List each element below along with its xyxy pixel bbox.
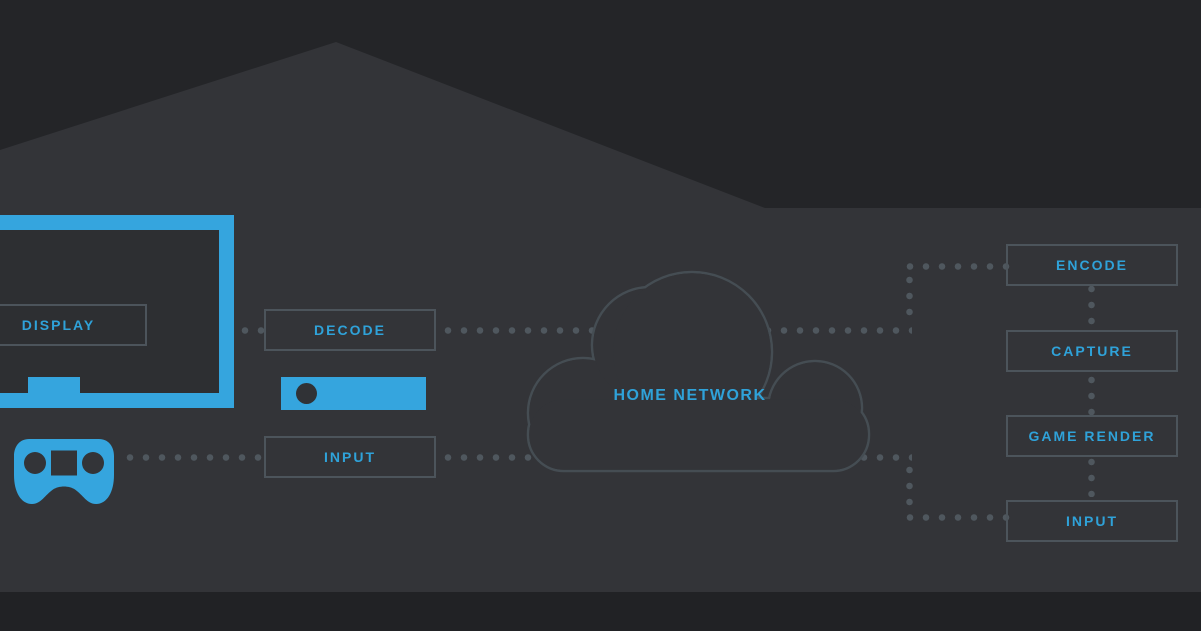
tv-stand-neck — [28, 377, 80, 401]
capture-box: CAPTURE — [1006, 330, 1178, 372]
ground-strip — [0, 592, 1201, 631]
display-label: DISPLAY — [21, 317, 96, 333]
home-network-label: HOME NETWORK — [613, 387, 767, 404]
connector-gamerender-input — [1088, 454, 1095, 497]
game-render-label: GAME RENDER — [1028, 428, 1156, 444]
game-render-box: GAME RENDER — [1006, 415, 1178, 457]
controller-left-pad — [24, 452, 46, 474]
decode-label: DECODE — [314, 322, 386, 338]
streaming-device-icon — [281, 377, 426, 410]
game-controller-icon — [14, 439, 114, 504]
connector-corner-host-input — [902, 514, 1010, 521]
client-input-box: INPUT — [264, 436, 436, 478]
connector-encode-capture — [1088, 281, 1095, 326]
controller-screen — [51, 450, 77, 476]
display-box: DISPLAY — [0, 304, 147, 346]
encode-box: ENCODE — [1006, 244, 1178, 286]
connector-network-corner-down — [906, 462, 913, 510]
host-input-box: INPUT — [1006, 500, 1178, 542]
controller-right-pad — [82, 452, 104, 474]
tv-icon — [0, 215, 234, 408]
connector-capture-gamerender — [1088, 372, 1095, 415]
device-power-light — [296, 383, 317, 404]
connector-network-corner-up — [906, 272, 913, 320]
capture-label: CAPTURE — [1051, 343, 1133, 359]
client-input-label: INPUT — [324, 449, 376, 465]
connector-corner-encode — [902, 263, 1010, 270]
encode-label: ENCODE — [1056, 257, 1128, 273]
connector-display-decode — [205, 327, 265, 334]
decode-box: DECODE — [264, 309, 436, 351]
connector-controller-input — [122, 454, 262, 461]
tv-stand-base — [15, 399, 102, 407]
cloud-icon — [526, 270, 871, 473]
host-input-label: INPUT — [1066, 513, 1118, 529]
